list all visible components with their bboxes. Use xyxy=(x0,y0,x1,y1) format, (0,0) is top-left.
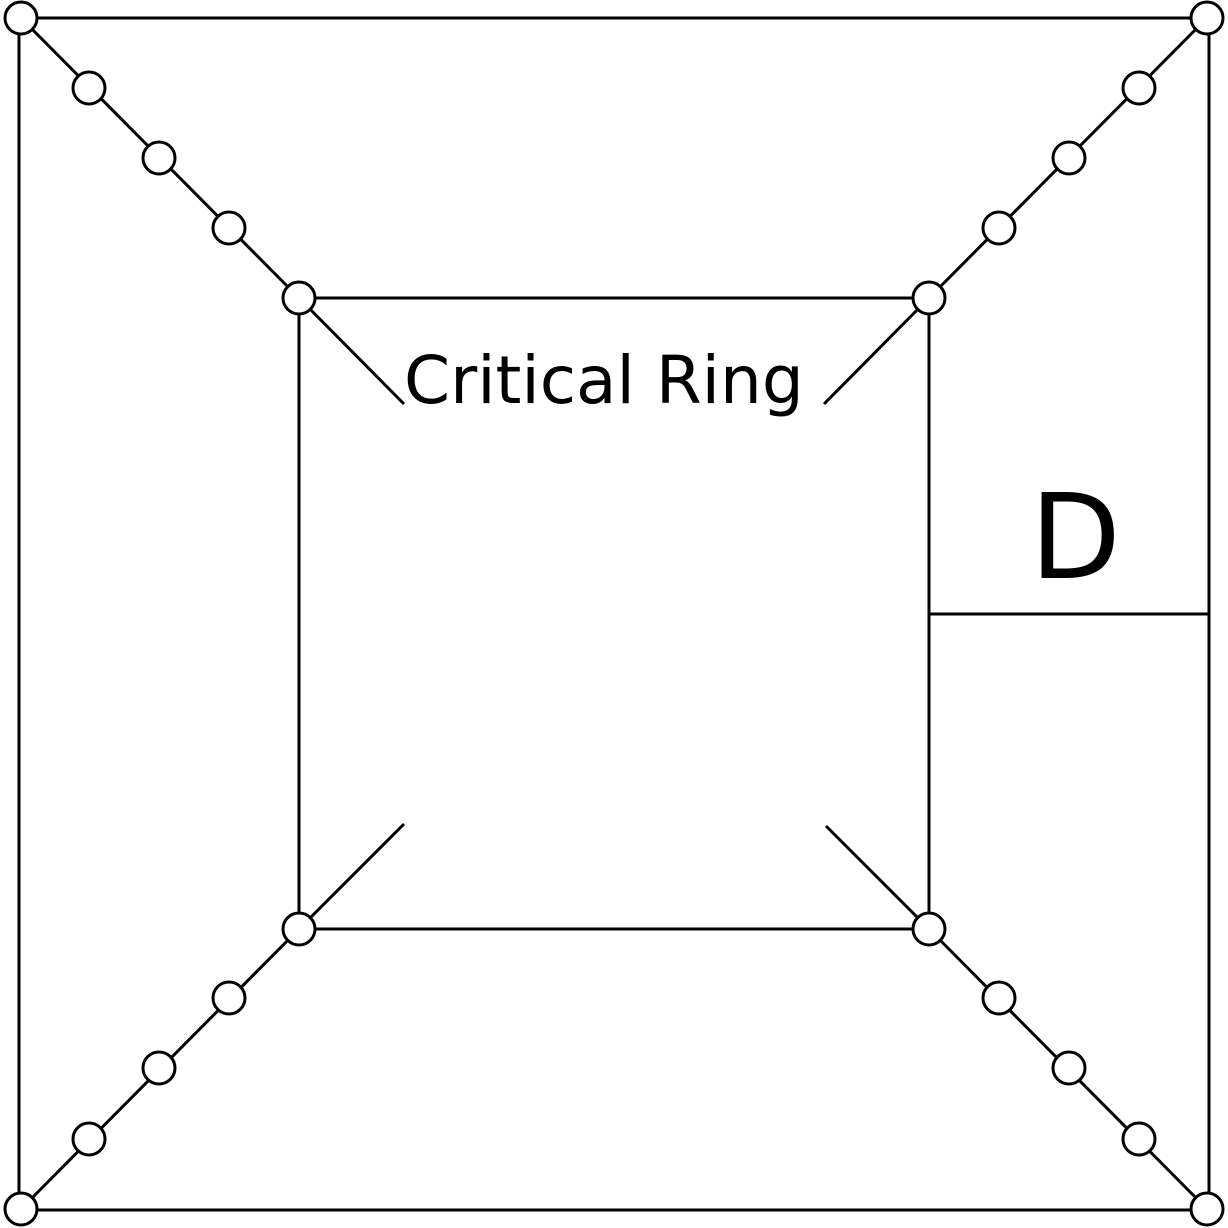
node-spoke xyxy=(141,140,177,176)
spoke-nodes-bottom-left xyxy=(71,980,247,1157)
stub-top-right xyxy=(822,296,931,406)
node-outer-top-left xyxy=(3,0,39,36)
node-spoke xyxy=(211,980,247,1016)
node-inner-bottom-left xyxy=(281,911,317,947)
stub-top-left xyxy=(297,296,406,406)
outer-corner-nodes xyxy=(3,0,1225,1227)
region-d-label: D xyxy=(1030,468,1121,606)
inner-square xyxy=(297,296,931,931)
node-inner-bottom-right xyxy=(911,911,947,947)
node-spoke xyxy=(1121,70,1157,106)
node-spoke xyxy=(141,1050,177,1086)
node-spoke xyxy=(981,210,1017,246)
stub-bottom-left xyxy=(297,822,406,931)
node-outer-top-right xyxy=(1189,0,1225,36)
node-spoke xyxy=(981,980,1017,1016)
node-inner-top-left xyxy=(281,280,317,316)
node-spoke xyxy=(1051,140,1087,176)
node-outer-bottom-right xyxy=(1189,1191,1225,1227)
spoke-nodes-top-left xyxy=(71,70,247,246)
spoke-nodes-top-right xyxy=(981,70,1157,246)
spoke-nodes-bottom-right xyxy=(981,980,1157,1157)
node-spoke xyxy=(71,70,107,106)
node-spoke xyxy=(71,1121,107,1157)
node-inner-top-right xyxy=(911,280,947,316)
inner-stubs xyxy=(297,296,931,931)
node-spoke xyxy=(211,210,247,246)
node-spoke xyxy=(1051,1050,1087,1086)
inner-corner-nodes xyxy=(281,280,947,947)
node-spoke xyxy=(1121,1121,1157,1157)
critical-ring-label: Critical Ring xyxy=(404,342,804,419)
node-outer-bottom-left xyxy=(3,1191,39,1227)
stub-bottom-right xyxy=(824,824,931,931)
